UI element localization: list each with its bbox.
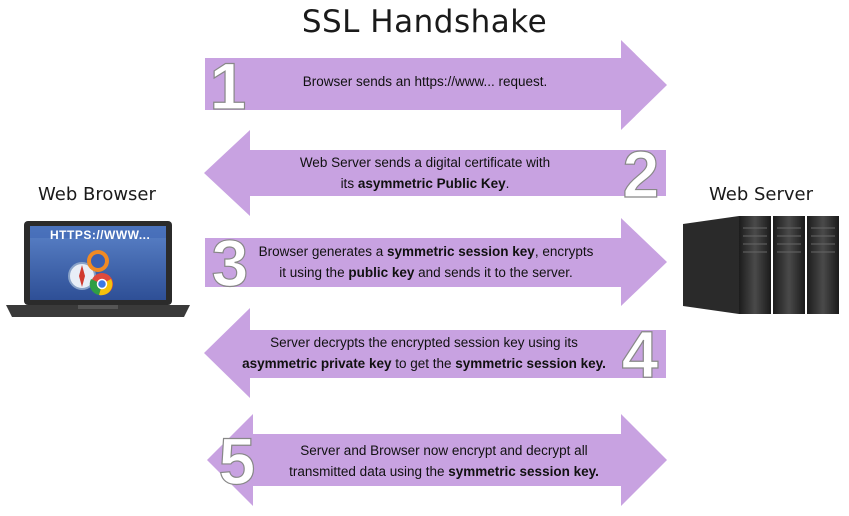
bold-term: symmetric session key. [455, 356, 606, 371]
step-4-text: Server decrypts the encrypted session ke… [194, 332, 654, 374]
step-4-line: asymmetric private key to get the symmet… [194, 353, 654, 374]
bold-term: symmetric session key. [448, 464, 599, 479]
step-1-arrow [205, 40, 667, 130]
step-1-number: 1 [210, 49, 247, 123]
step-2-line: its asymmetric Public Key. [195, 173, 655, 194]
text-run: its [340, 176, 358, 191]
text-run: Browser generates a [258, 244, 387, 259]
bold-term: asymmetric private key [242, 356, 392, 371]
step-5-number: 5 [219, 424, 256, 498]
step-4-number: 4 [622, 317, 659, 391]
text-run: , encrypts [534, 244, 594, 259]
text-run: Browser sends an https://www... request. [302, 74, 548, 89]
step-1-text: Browser sends an https://www... request. [195, 71, 655, 92]
text-run: . [505, 176, 510, 191]
text-run: transmitted data using the [289, 464, 449, 479]
step-3-line: Browser generates a symmetric session ke… [196, 241, 656, 262]
step-2-text: Web Server sends a digital certificate w… [195, 152, 655, 194]
laptop-icon [6, 221, 190, 317]
step-3-line: it using the public key and sends it to … [196, 262, 656, 283]
bold-term: public key [348, 265, 415, 280]
step-2-number: 2 [623, 137, 660, 211]
step-5-line: transmitted data using the symmetric ses… [214, 461, 674, 482]
step-4-line: Server decrypts the encrypted session ke… [194, 332, 654, 353]
text-run: to get the [391, 356, 456, 371]
text-run: it using the [279, 265, 349, 280]
text-run: Server and Browser now encrypt and decry… [300, 443, 588, 458]
bold-term: symmetric session key [386, 244, 535, 259]
browser-url-text: HTTPS://WWW... [50, 228, 151, 242]
web-browser-label: Web Browser [38, 184, 156, 205]
step-4-arrow [204, 308, 666, 398]
step-5-arrow [207, 414, 667, 506]
web-server-label: Web Server [709, 184, 813, 205]
step-3-text: Browser generates a symmetric session ke… [196, 241, 656, 283]
step-5-text: Server and Browser now encrypt and decry… [214, 440, 674, 482]
step-3-arrow [205, 218, 667, 306]
bold-term: asymmetric Public Key [357, 176, 506, 191]
text-run: Server decrypts the encrypted session ke… [270, 335, 578, 350]
server-icon [683, 216, 839, 314]
text-run: Web Server sends a digital certificate w… [299, 155, 551, 170]
step-2-arrow [204, 130, 666, 216]
step-1-line: Browser sends an https://www... request. [195, 71, 655, 92]
step-3-number: 3 [212, 226, 249, 300]
step-2-line: Web Server sends a digital certificate w… [195, 152, 655, 173]
text-run: and sends it to the server. [414, 265, 573, 280]
diagram-title: SSL Handshake [301, 4, 548, 40]
step-5-line: Server and Browser now encrypt and decry… [214, 440, 674, 461]
